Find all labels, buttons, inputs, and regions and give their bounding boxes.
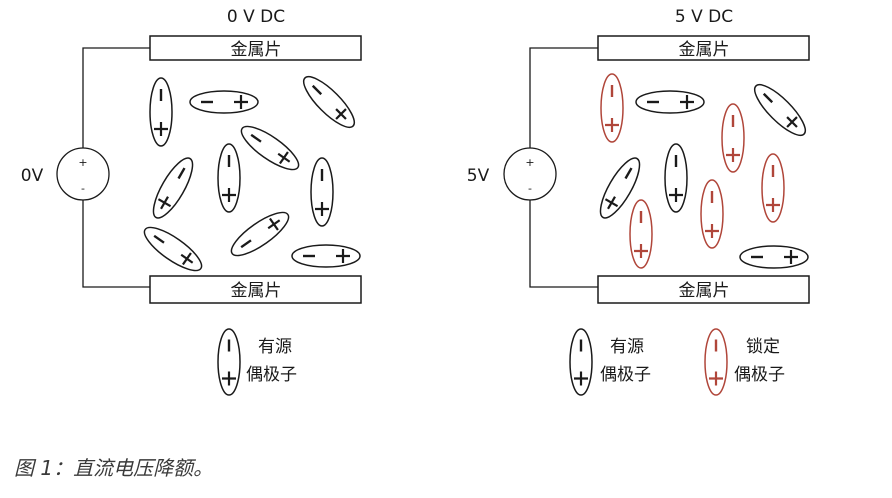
- dipole-plus: [315, 202, 329, 216]
- top-plate-label: 金属片: [231, 40, 282, 60]
- source-plus-sign: +: [78, 156, 87, 169]
- active-dipole: [230, 211, 290, 257]
- bottom-metal-plate: [597, 275, 810, 304]
- dipole-outline: [753, 83, 807, 137]
- active-dipole: [302, 75, 356, 129]
- active-dipole: [635, 90, 705, 114]
- dipole-field-0v: [143, 75, 361, 272]
- figure-caption: 图 1：直流电压降额。: [14, 456, 214, 480]
- locked-dipole: [629, 199, 653, 269]
- dipole-plus: [786, 116, 798, 128]
- dipole-plus: [766, 198, 780, 212]
- active-dipole: [739, 245, 809, 269]
- dipole-plus: [267, 217, 281, 231]
- panel-0v: 0 V DC 金属片 金属片 + - 0V 有源 偶极子: [21, 7, 362, 396]
- legend-active-line2: 偶极子: [600, 365, 651, 385]
- voltage-title-0v: 0 V DC: [227, 7, 285, 27]
- bottom-plate-label: 金属片: [679, 281, 730, 301]
- active-dipole: [143, 226, 203, 272]
- dipole-plus: [605, 118, 619, 132]
- top-plate-label: 金属片: [679, 40, 730, 60]
- active-dipole: [599, 157, 641, 219]
- dipole-plus: [680, 95, 694, 109]
- active-dipole: [189, 90, 259, 114]
- dipole-plus: [709, 371, 723, 386]
- source-plus-sign: +: [525, 156, 534, 169]
- dipole-plus: [180, 252, 194, 266]
- dipole-plus: [157, 196, 172, 210]
- dipole-minus: [250, 133, 262, 143]
- dipole-plus: [222, 188, 236, 202]
- source-label-5v: 5V: [467, 166, 490, 186]
- dipole-field-5v: [599, 73, 809, 269]
- source-minus-sign: -: [528, 182, 532, 195]
- dipole-outline: [230, 211, 290, 257]
- locked-dipole: [600, 73, 624, 143]
- active-dipole: [664, 143, 688, 213]
- dipole-plus: [336, 249, 350, 263]
- active-dipole: [217, 143, 241, 213]
- active-dipole: [152, 157, 194, 219]
- circuit-wire: [529, 47, 598, 288]
- active-dipole: [149, 77, 173, 147]
- dipole-plus: [574, 371, 588, 386]
- bottom-metal-plate: [149, 275, 362, 304]
- legend-active-dipole: [217, 328, 241, 396]
- dipole-minus: [311, 84, 323, 96]
- active-dipole: [753, 83, 807, 137]
- dipole-outline: [240, 125, 300, 171]
- dipole-minus: [624, 167, 633, 180]
- locked-dipole: [700, 179, 724, 249]
- dipole-plus: [634, 244, 648, 258]
- bottom-plate-label: 金属片: [231, 281, 282, 301]
- dipole-plus: [669, 188, 683, 202]
- dipole-minus: [762, 92, 774, 104]
- source-label-0v: 0V: [21, 166, 44, 186]
- dipole-plus: [234, 95, 248, 109]
- legend-5v: 有源 偶极子 锁定 偶极子: [569, 328, 785, 396]
- dipole-minus: [177, 167, 186, 180]
- locked-dipole: [761, 153, 785, 223]
- legend-active-line1: 有源: [610, 337, 644, 357]
- source-minus-sign: -: [81, 182, 85, 195]
- dipole-plus: [335, 108, 347, 120]
- active-dipole: [240, 125, 300, 171]
- dipole-outline: [302, 75, 356, 129]
- voltage-title-5v: 5 V DC: [675, 7, 733, 27]
- legend-locked-dipole: [704, 328, 728, 396]
- top-metal-plate: [597, 35, 810, 61]
- voltage-source: [503, 147, 557, 201]
- dipole-minus: [240, 239, 252, 249]
- dipole-outline: [152, 157, 194, 219]
- dipole-plus: [222, 371, 236, 386]
- dipole-plus: [726, 148, 740, 162]
- active-dipole: [310, 157, 334, 227]
- legend-locked-line2: 偶极子: [734, 365, 785, 385]
- legend-active-line1: 有源: [258, 337, 292, 357]
- dipole-plus: [784, 250, 798, 264]
- legend-active-line2: 偶极子: [246, 365, 297, 385]
- dipole-outline: [143, 226, 203, 272]
- locked-dipole: [721, 103, 745, 173]
- dipole-plus: [604, 196, 619, 210]
- legend-0v: 有源 偶极子: [217, 328, 297, 396]
- active-dipole: [291, 244, 361, 268]
- panel-5v: 5 V DC 金属片 金属片 + - 5V 有源 偶极子 锁定 偶极子: [467, 7, 810, 396]
- dipole-plus: [705, 224, 719, 238]
- legend-locked-line1: 锁定: [746, 337, 780, 357]
- dipole-plus: [154, 122, 168, 136]
- voltage-source: [56, 147, 110, 201]
- dipole-minus: [153, 234, 165, 244]
- legend-active-dipole: [569, 328, 593, 396]
- circuit-wire: [82, 47, 150, 288]
- dipole-plus: [277, 151, 291, 165]
